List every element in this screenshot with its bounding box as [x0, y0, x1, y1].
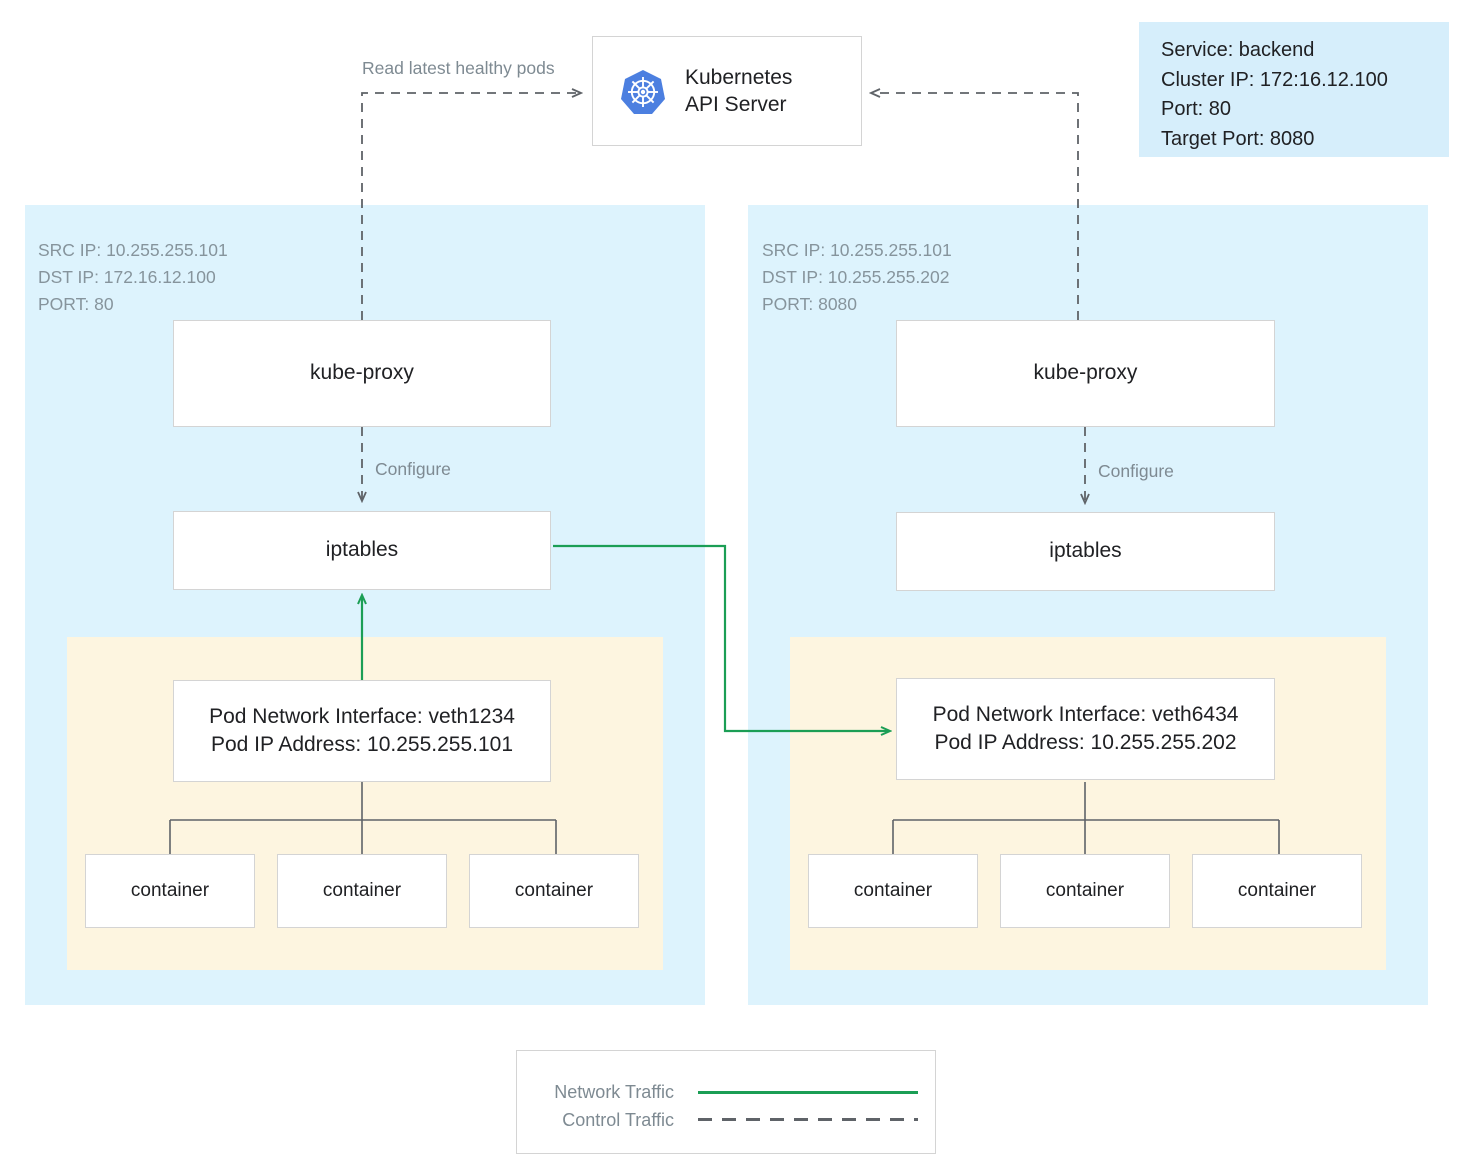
node-right-container-1-label: container: [853, 880, 933, 902]
node-left-pod-interface-box[interactable]: Pod Network Interface: veth1234 Pod IP A…: [173, 680, 551, 782]
legend-swatch-network-traffic: [698, 1091, 918, 1094]
legend-swatch-control-traffic: [698, 1118, 918, 1121]
node-left-kube-proxy-box[interactable]: kube-proxy: [173, 320, 551, 427]
node-right-pod-interface-label: Pod Network Interface: veth6434 Pod IP A…: [932, 702, 1239, 754]
node-right-container-3-label: container: [1237, 880, 1317, 902]
node-left-container-3[interactable]: container: [469, 854, 639, 928]
node-right-container-1[interactable]: container: [808, 854, 978, 928]
legend-label-control-traffic: Control Traffic: [562, 1110, 674, 1130]
node-left-iptables-label: iptables: [325, 538, 399, 562]
service-info-box: Service: backend Cluster IP: 172:16.12.1…: [1139, 22, 1449, 157]
node-right-kube-proxy-box[interactable]: kube-proxy: [896, 320, 1275, 427]
node-right-container-2-label: container: [1045, 880, 1125, 902]
node-right-pod-interface-box[interactable]: Pod Network Interface: veth6434 Pod IP A…: [896, 678, 1275, 780]
node-right-container-3[interactable]: container: [1192, 854, 1362, 928]
api-server-label: Kubernetes API Server: [685, 65, 793, 116]
node-left-container-2-label: container: [322, 880, 402, 902]
kubernetes-api-server-box[interactable]: Kubernetes API Server: [592, 36, 862, 146]
node-left-container-1-label: container: [130, 880, 210, 902]
edge-label-read-latest-healthy-pods: Read latest healthy pods: [362, 58, 555, 78]
node-right-ip-info: SRC IP: 10.255.255.101 DST IP: 10.255.25…: [762, 240, 952, 315]
node-left-kube-proxy-label: kube-proxy: [310, 361, 414, 385]
service-info-text: Service: backend Cluster IP: 172:16.12.1…: [1161, 39, 1388, 150]
node-left-container-2[interactable]: container: [277, 854, 447, 928]
node-right-iptables-label: iptables: [1049, 539, 1122, 563]
node-right-kube-proxy-label: kube-proxy: [1033, 361, 1138, 385]
edge-label-configure-right: Configure: [1098, 461, 1174, 481]
node-right-iptables-box[interactable]: iptables: [896, 512, 1275, 591]
node-left-container-3-label: container: [514, 880, 594, 902]
edge-label-configure-left: Configure: [375, 459, 451, 479]
node-left-ip-info: SRC IP: 10.255.255.101 DST IP: 172.16.12…: [38, 240, 228, 315]
node-right-container-2[interactable]: container: [1000, 854, 1170, 928]
node-left-pod-interface-label: Pod Network Interface: veth1234 Pod IP A…: [209, 704, 515, 756]
node-left-iptables-box[interactable]: iptables: [173, 511, 551, 590]
legend-box: [516, 1050, 936, 1154]
legend-label-network-traffic: Network Traffic: [554, 1082, 674, 1102]
node-left-container-1[interactable]: container: [85, 854, 255, 928]
kubernetes-logo-icon: [619, 68, 667, 116]
